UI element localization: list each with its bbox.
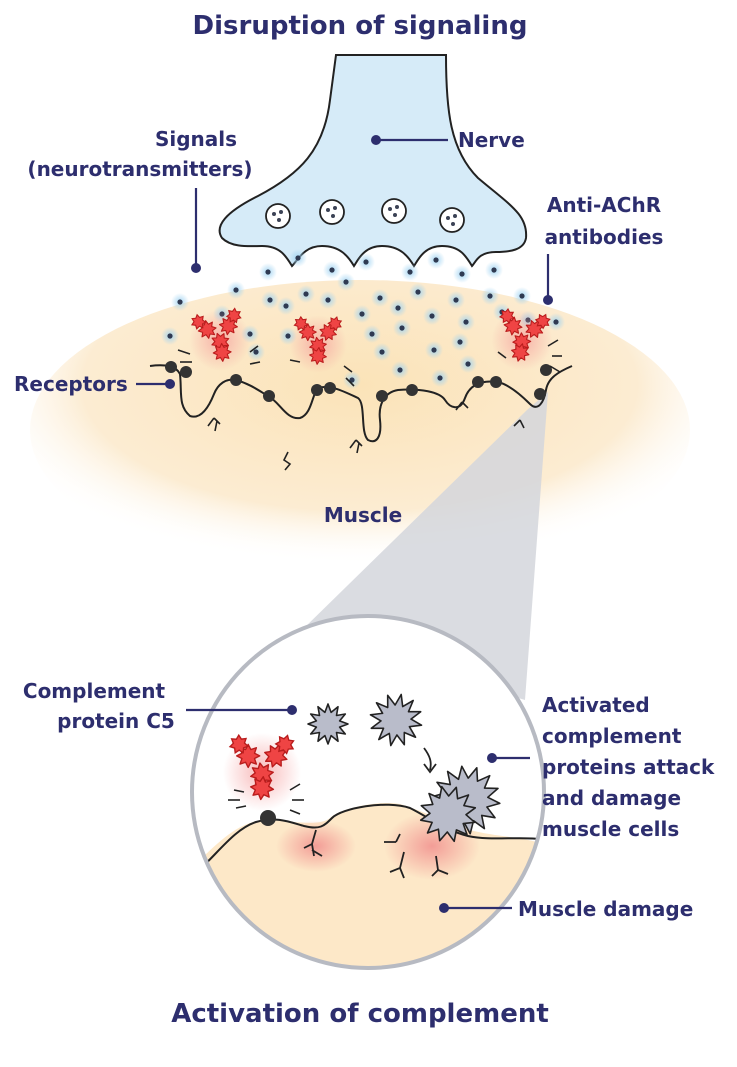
top-title: Disruption of signaling — [193, 11, 528, 41]
receptors — [165, 361, 552, 402]
label-c5: Complement — [23, 679, 166, 703]
receptor-zoom — [260, 810, 276, 826]
antibodies-top — [177, 307, 562, 387]
complement-proteins — [307, 693, 501, 843]
vesicles — [265, 198, 465, 233]
label-activated-3: proteins attack — [542, 755, 715, 779]
label-activated-1: Activated — [542, 693, 650, 717]
attack-arrow — [423, 747, 432, 771]
label-c5-2: protein C5 — [57, 709, 175, 733]
bottom-title: Activation of complement — [171, 999, 549, 1029]
label-activated-5: muscle cells — [542, 817, 679, 841]
label-signals-2: (neurotransmitters) — [27, 157, 252, 181]
label-muscle-damage: Muscle damage — [518, 897, 693, 921]
neurotransmitter-dots — [161, 249, 565, 389]
label-muscle: Muscle — [324, 503, 402, 527]
label-receptors: Receptors — [14, 372, 128, 396]
label-antibodies-2: antibodies — [545, 225, 664, 249]
label-activated-2: complement — [542, 724, 682, 748]
label-nerve: Nerve — [458, 128, 525, 152]
antibody-zoom — [222, 732, 304, 815]
label-activated-4: and damage — [542, 786, 681, 810]
nerve-terminal — [218, 54, 528, 268]
membrane-folds — [207, 401, 525, 471]
leader-lines — [136, 135, 553, 913]
label-signals: Signals — [155, 127, 237, 151]
zoom-circle-border — [190, 614, 546, 970]
label-antibodies: Anti-AChR — [547, 193, 661, 217]
